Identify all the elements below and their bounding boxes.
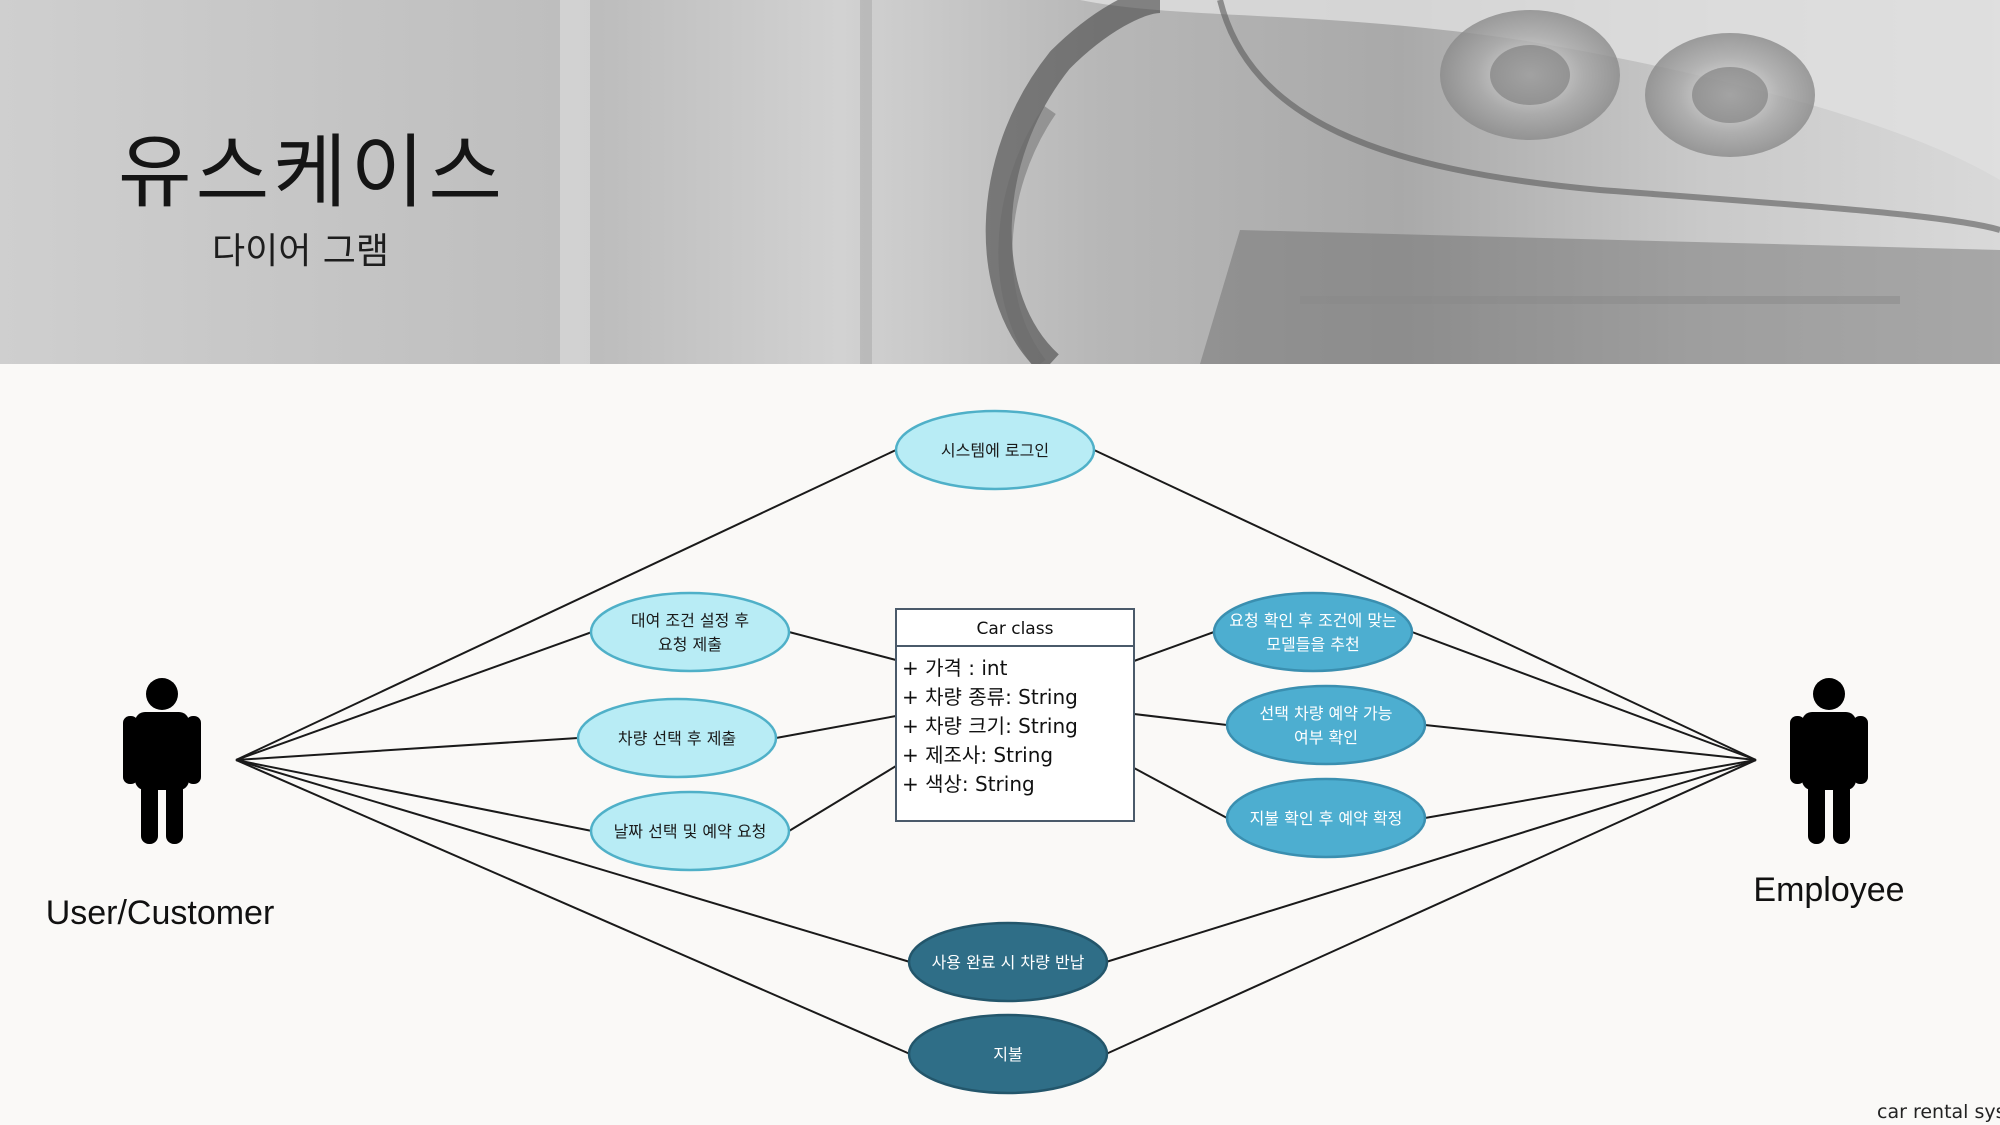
use-case-ellipse bbox=[907, 1013, 1109, 1095]
use-case-label: 대여 조건 설정 후 bbox=[631, 611, 749, 630]
use-case-label: 모델들을 추천 bbox=[1266, 635, 1359, 654]
use-case-label: 선택 차량 예약 가능 bbox=[1259, 704, 1392, 723]
use-case-label: 요청 확인 후 조건에 맞는 bbox=[1229, 611, 1397, 630]
association-line bbox=[235, 737, 579, 761]
use-case-ellipse bbox=[894, 409, 1096, 491]
use-case-label: 요청 제출 bbox=[658, 635, 722, 654]
use-case-ellipse bbox=[576, 697, 778, 779]
use-case-label: 지불 bbox=[993, 1045, 1022, 1064]
association-line bbox=[235, 631, 593, 761]
association-line bbox=[235, 759, 911, 1055]
association-line bbox=[1133, 767, 1228, 819]
use-case-label: 여부 확인 bbox=[1294, 728, 1358, 747]
use-case-label: 날짜 선택 및 예약 요청 bbox=[614, 822, 767, 841]
association-line bbox=[1133, 713, 1228, 726]
actor-employee: Employee bbox=[1753, 678, 1905, 909]
use-case-rental-conditions: 대여 조건 설정 후요청 제출 bbox=[589, 591, 791, 673]
use-case-label: 사용 완료 시 차량 반납 bbox=[932, 953, 1085, 972]
use-case-ellipse bbox=[1225, 777, 1427, 859]
car-class-attr-type: + 차량 종류: String bbox=[902, 685, 1078, 709]
car-class-attr-color: + 색상: String bbox=[902, 772, 1035, 796]
actor-label-user-customer: User/Customer bbox=[46, 894, 275, 932]
actor-label-employee: Employee bbox=[1753, 871, 1904, 909]
association-line bbox=[775, 715, 897, 739]
use-case-payment: 지불 bbox=[907, 1013, 1109, 1095]
association-line bbox=[1133, 631, 1215, 662]
association-line bbox=[1093, 449, 1757, 761]
association-line bbox=[1105, 759, 1757, 963]
page-title: 유스케이스 bbox=[118, 126, 506, 219]
header-banner: 유스케이스 다이어 그램 bbox=[0, 0, 2000, 364]
use-case-label: 시스템에 로그인 bbox=[941, 441, 1049, 460]
use-case-select-car: 차량 선택 후 제출 bbox=[576, 697, 778, 779]
car-class-attr-price: + 가격 : int bbox=[902, 656, 1008, 680]
page-subtitle: 다이어 그램 bbox=[212, 231, 390, 272]
association-line bbox=[235, 449, 897, 761]
use-case-ellipse bbox=[1212, 591, 1414, 673]
association-line bbox=[788, 765, 897, 832]
car-class-attr-maker: + 제조사: String bbox=[902, 743, 1053, 767]
association-line bbox=[235, 759, 593, 832]
use-case-ellipse bbox=[589, 790, 791, 872]
use-case-ellipse bbox=[589, 591, 791, 673]
car-class-box: Car class + 가격 : int + 차량 종류: String + 차… bbox=[895, 608, 1135, 822]
use-case-date-reserve: 날짜 선택 및 예약 요청 bbox=[589, 790, 791, 872]
actor-user-customer: User/Customer bbox=[46, 678, 275, 932]
footer-label: car rental syste bbox=[1877, 1101, 2000, 1123]
person-icon bbox=[1790, 678, 1868, 844]
use-case-login: 시스템에 로그인 bbox=[894, 409, 1096, 491]
association-line bbox=[235, 759, 911, 963]
car-class-name: Car class bbox=[977, 619, 1054, 639]
association-line bbox=[1424, 724, 1757, 761]
use-case-ellipse bbox=[1225, 684, 1427, 766]
association-line bbox=[1411, 631, 1757, 761]
use-case-label: 차량 선택 후 제출 bbox=[618, 729, 736, 748]
car-class-attr-size: + 차량 크기: String bbox=[902, 714, 1078, 738]
use-case-confirm-reservation: 지불 확인 후 예약 확정 bbox=[1225, 777, 1427, 859]
person-icon bbox=[123, 678, 201, 844]
association-line bbox=[1105, 759, 1757, 1055]
car-photo-background bbox=[560, 0, 2000, 364]
association-line bbox=[1424, 759, 1757, 819]
association-lines bbox=[235, 449, 1757, 1055]
association-line bbox=[788, 631, 897, 661]
use-case-ellipse bbox=[907, 921, 1109, 1003]
use-case-return-car: 사용 완료 시 차량 반납 bbox=[907, 921, 1109, 1003]
use-case-label: 지불 확인 후 예약 확정 bbox=[1250, 809, 1403, 828]
